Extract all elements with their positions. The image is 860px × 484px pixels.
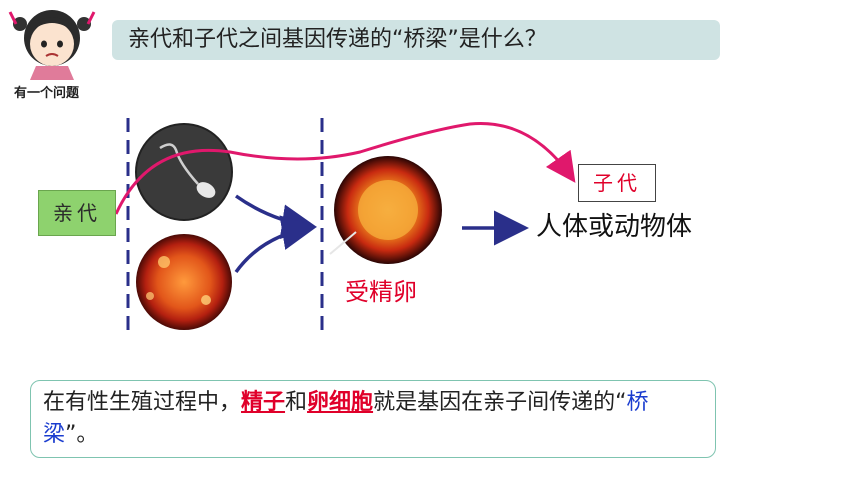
arrow-sperm-to-zygote xyxy=(234,194,317,240)
thinking-girl-icon xyxy=(8,10,96,80)
summary-part-1: 在有性生殖过程中， xyxy=(43,390,242,415)
child-generation-label: 子代 xyxy=(578,164,656,202)
arrow-egg-to-zygote xyxy=(234,215,317,274)
parent-generation-label: 亲代 xyxy=(38,190,116,236)
summary-box: 在有性生殖过程中，精子和卵细胞就是基因在亲子间传递的“桥梁”。 xyxy=(30,380,716,458)
highlight-sperm: 精子 xyxy=(241,390,286,415)
section-caption: 有一个问题 xyxy=(14,86,80,101)
organism-label: 人体或动物体 xyxy=(536,212,693,242)
question-text: 亲代和子代之间基因传递的“桥梁”是什么？ xyxy=(128,27,547,52)
highlight-bridge: 桥梁 xyxy=(43,390,649,447)
summary-part-3: 就是基因在亲子间传递的“ xyxy=(373,390,627,415)
egg-cell-image xyxy=(136,234,232,330)
parent-label-text: 亲代 xyxy=(53,201,101,225)
inheritance-curve xyxy=(114,121,576,215)
sperm-cell-image xyxy=(135,123,233,221)
inheritance-diagram xyxy=(114,118,576,336)
zygote-label: 受精卵 xyxy=(345,278,417,306)
highlight-egg: 卵细胞 xyxy=(307,390,374,415)
zygote-image xyxy=(329,156,442,264)
question-banner: 亲代和子代之间基因传递的“桥梁”是什么？ xyxy=(112,20,720,60)
summary-part-4: ”。 xyxy=(65,422,99,447)
child-label-text: 子代 xyxy=(593,171,641,195)
summary-part-2: 和 xyxy=(285,390,308,415)
